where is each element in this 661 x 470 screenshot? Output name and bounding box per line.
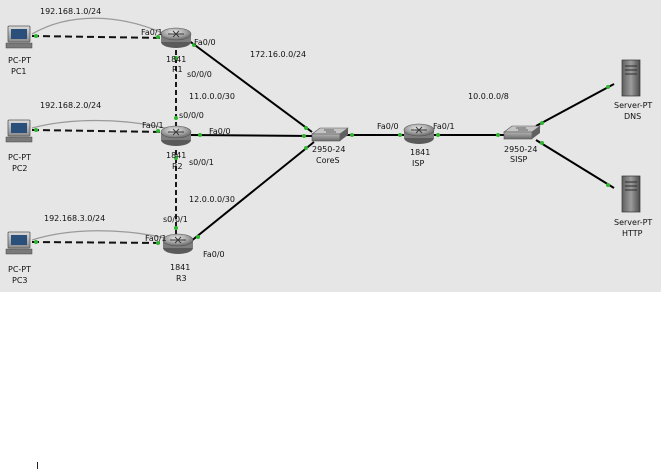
network-label-lan1: 192.168.1.0/24	[40, 7, 101, 16]
isp-model-label: 1841	[410, 148, 430, 157]
pc2-icon[interactable]	[5, 119, 33, 143]
link-status-dots	[34, 34, 610, 245]
r3-model-label: 1841	[170, 263, 190, 272]
link-pc3-r3-console[interactable]	[31, 230, 166, 241]
dns-type-label: Server-PT	[614, 101, 652, 110]
r3-router-icon[interactable]	[162, 233, 194, 254]
port-label-r1-s000: s0/0/0	[187, 70, 212, 79]
link-sisp-http[interactable]	[535, 139, 615, 189]
network-label-serial1: 11.0.0.0/30	[189, 92, 235, 101]
port-label-r2-fa01: Fa0/1	[142, 121, 164, 130]
sisp-name-label: SISP	[510, 155, 528, 164]
link-r2-cores[interactable]	[189, 134, 313, 137]
link-sisp-dns[interactable]	[535, 83, 615, 127]
http-type-label: Server-PT	[614, 218, 652, 227]
pc2-type-label: PC-PT	[8, 153, 31, 162]
link-pc1-r1[interactable]	[31, 35, 166, 39]
pc3-type-label: PC-PT	[8, 265, 31, 274]
network-label-serial2: 12.0.0.0/30	[189, 195, 235, 204]
pc1-type-label: PC-PT	[8, 56, 31, 65]
pc1-name-label: PC1	[11, 67, 27, 76]
cores-model-label: 2950-24	[312, 145, 345, 154]
r1-router-icon[interactable]	[160, 27, 192, 48]
topology-canvas[interactable]: PC-PT PC1 PC-PT PC2 PC-PT PC3 1841 R1 18…	[0, 0, 661, 292]
http-server-icon[interactable]	[621, 175, 641, 213]
pc1-icon[interactable]	[5, 25, 33, 49]
cores-name-label: CoreS	[316, 156, 340, 165]
port-label-r2-s001: s0/0/1	[189, 158, 214, 167]
cores-switch-icon[interactable]	[311, 127, 349, 142]
r1-model-label: 1841	[166, 55, 186, 64]
port-label-r2-fa00: Fa0/0	[209, 127, 231, 136]
text-cursor	[37, 462, 38, 469]
port-label-isp-fa00: Fa0/0	[377, 122, 399, 131]
links	[31, 17, 615, 244]
link-pc1-r1-console[interactable]	[31, 17, 166, 35]
sisp-model-label: 2950-24	[504, 145, 537, 154]
port-label-r1-fa00: Fa0/0	[194, 38, 216, 47]
r3-name-label: R3	[176, 274, 187, 283]
link-pc2-r2[interactable]	[31, 129, 166, 133]
network-label-lan3: 192.168.3.0/24	[44, 214, 105, 223]
isp-name-label: ISP	[412, 159, 424, 168]
pc3-name-label: PC3	[12, 276, 28, 285]
link-pc2-r2-console[interactable]	[31, 119, 166, 129]
port-label-isp-fa01: Fa0/1	[433, 122, 455, 131]
link-r1-cores[interactable]	[187, 39, 313, 133]
pc3-icon[interactable]	[5, 231, 33, 255]
http-name-label: HTTP	[622, 229, 643, 238]
pc2-name-label: PC2	[12, 164, 28, 173]
port-label-r1-fa01: Fa0/1	[141, 28, 163, 37]
port-label-r2-s000: s0/0/0	[179, 111, 204, 120]
r2-router-icon[interactable]	[160, 125, 192, 146]
port-label-r3-s001: s0/0/1	[163, 215, 188, 224]
r2-model-label: 1841	[166, 151, 186, 160]
network-label-lan2: 192.168.2.0/24	[40, 101, 101, 110]
port-label-r3-fa00: Fa0/0	[203, 250, 225, 259]
dns-server-icon[interactable]	[621, 59, 641, 97]
sisp-switch-icon[interactable]	[503, 125, 541, 140]
link-pc3-r3[interactable]	[31, 241, 166, 244]
dns-name-label: DNS	[624, 112, 641, 121]
port-label-r3-fa01: Fa0/1	[145, 234, 167, 243]
isp-router-icon[interactable]	[403, 123, 435, 144]
r2-name-label: R2	[172, 162, 183, 171]
link-r3-cores[interactable]	[189, 141, 315, 243]
r1-name-label: R1	[172, 65, 183, 74]
network-label-core: 172.16.0.0/24	[250, 50, 306, 59]
network-label-isp: 10.0.0.0/8	[468, 92, 509, 101]
